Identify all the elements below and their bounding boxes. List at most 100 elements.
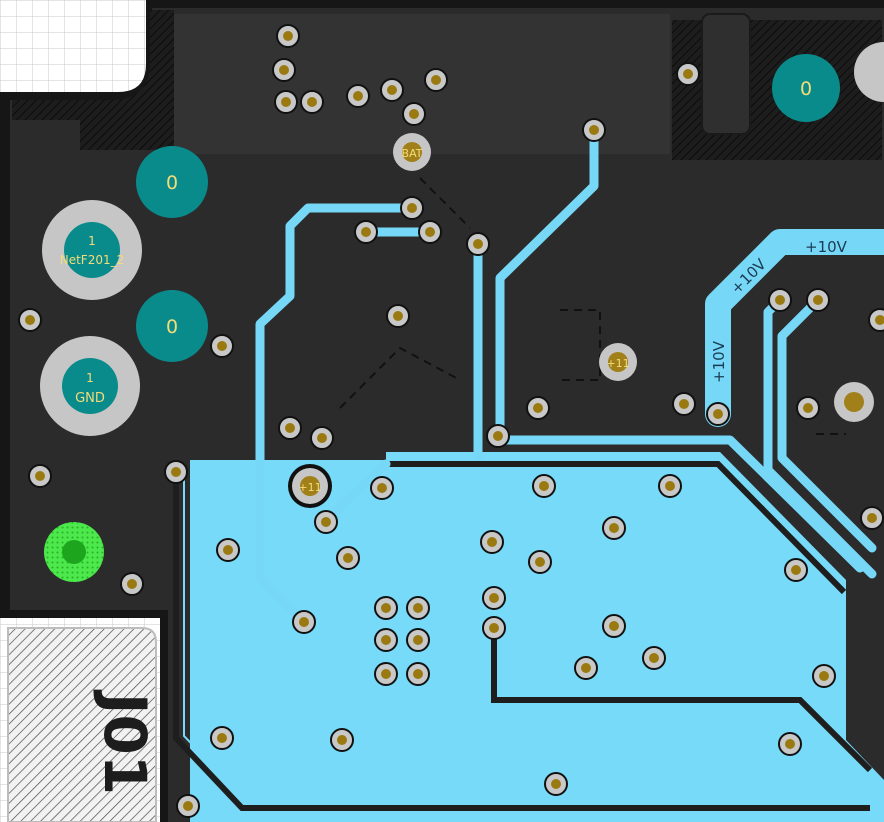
via-plus11-left[interactable]: +11 xyxy=(288,464,332,508)
via-plus11-mid[interactable]: +11 xyxy=(599,343,637,381)
via-12[interactable] xyxy=(354,220,378,244)
via-bat[interactable]: BAT xyxy=(393,133,431,171)
pad-edge-right[interactable] xyxy=(854,42,884,102)
via-25[interactable] xyxy=(310,426,334,450)
via-1[interactable] xyxy=(276,24,300,48)
pour-gap-inner xyxy=(491,628,873,773)
via-47[interactable] xyxy=(602,614,626,638)
via-51[interactable] xyxy=(860,506,884,530)
via-15[interactable] xyxy=(386,304,410,328)
via-19[interactable] xyxy=(672,392,696,416)
via-11[interactable] xyxy=(400,196,424,220)
via-42[interactable] xyxy=(406,628,430,652)
via-22[interactable] xyxy=(18,308,42,332)
pad-hole-right[interactable] xyxy=(834,382,874,422)
via-8[interactable] xyxy=(402,102,426,126)
pour-gap-left xyxy=(173,470,870,811)
via-46[interactable] xyxy=(482,616,506,640)
keepout-top-left xyxy=(12,10,174,150)
via-50[interactable] xyxy=(784,558,808,582)
via-52[interactable] xyxy=(812,664,836,688)
via-plus11-mid-label: +11 xyxy=(606,357,629,370)
via-56[interactable] xyxy=(544,772,568,796)
via-45[interactable] xyxy=(292,610,316,634)
via-58[interactable] xyxy=(120,572,144,596)
via-33[interactable] xyxy=(602,516,626,540)
via-55[interactable] xyxy=(210,726,234,750)
via-29[interactable] xyxy=(314,510,338,534)
via-4[interactable] xyxy=(300,90,324,114)
via-7[interactable] xyxy=(424,68,448,92)
via-59[interactable] xyxy=(868,308,884,332)
small-vias xyxy=(18,24,884,818)
pad-mount-left-2[interactable]: 0 xyxy=(136,290,208,362)
via-17[interactable] xyxy=(806,288,830,312)
via-2[interactable] xyxy=(272,58,296,82)
pad-gnd-net: GND xyxy=(75,391,105,406)
via-36[interactable] xyxy=(336,546,360,570)
via-38[interactable] xyxy=(482,586,506,610)
via-26[interactable] xyxy=(486,424,510,448)
trace-return[interactable] xyxy=(495,435,865,573)
trace-stub[interactable] xyxy=(321,459,391,525)
via-43[interactable] xyxy=(374,662,398,686)
via-41[interactable] xyxy=(374,628,398,652)
via-54[interactable] xyxy=(330,728,354,752)
via-34[interactable] xyxy=(480,530,504,554)
via-44[interactable] xyxy=(406,662,430,686)
via-13[interactable] xyxy=(418,220,442,244)
via-49[interactable] xyxy=(642,646,666,670)
via-3[interactable] xyxy=(274,90,298,114)
via-30[interactable] xyxy=(370,476,394,500)
pad-mount-left-1[interactable]: 0 xyxy=(136,146,208,218)
via-21[interactable] xyxy=(526,396,550,420)
via-23[interactable] xyxy=(210,334,234,358)
pad-netf201-pin: 1 xyxy=(88,234,96,248)
pad-mount-top-right-label: 0 xyxy=(800,78,812,100)
trace-10v-wide[interactable] xyxy=(705,229,884,427)
via-57[interactable] xyxy=(176,794,200,818)
connector-silkscreen xyxy=(7,627,157,822)
via-40[interactable] xyxy=(406,596,430,620)
pad-mount-left-2-label: 0 xyxy=(166,316,178,338)
via-9[interactable] xyxy=(582,118,606,142)
trace-diagonal[interactable] xyxy=(495,125,599,445)
via-39[interactable] xyxy=(374,596,398,620)
trace-10v-branch-b[interactable] xyxy=(777,295,877,553)
via-53[interactable] xyxy=(778,732,802,756)
trace-group xyxy=(255,125,865,627)
via-24[interactable] xyxy=(278,416,302,440)
net-label-10v-horizontal: +10V xyxy=(805,238,848,256)
via-35[interactable] xyxy=(528,550,552,574)
pad-gnd[interactable]: 1 GND xyxy=(40,336,140,436)
via-20[interactable] xyxy=(706,402,730,426)
via-14[interactable] xyxy=(466,232,490,256)
connector-designator: J01 xyxy=(91,689,159,795)
pour-gap-left-edge xyxy=(183,470,870,801)
via-18[interactable] xyxy=(796,396,820,420)
via-bat-label: BAT xyxy=(402,147,423,160)
silkscreen-marks xyxy=(339,177,846,435)
pad-netf201[interactable]: 1 NetF201_2 xyxy=(42,200,142,300)
via-28[interactable] xyxy=(28,464,52,488)
via-37[interactable] xyxy=(216,538,240,562)
via-31[interactable] xyxy=(532,474,556,498)
pad-mount-top-right[interactable]: 0 xyxy=(772,54,840,122)
net-label-10v-vertical: +10V xyxy=(710,340,728,383)
pad-gnd-pin: 1 xyxy=(86,371,94,385)
via-16[interactable] xyxy=(768,288,792,312)
via-48[interactable] xyxy=(574,656,598,680)
via-27[interactable] xyxy=(164,460,188,484)
via-5[interactable] xyxy=(346,84,370,108)
copper-pour xyxy=(190,452,884,822)
via-10[interactable] xyxy=(676,62,700,86)
via-6[interactable] xyxy=(380,78,404,102)
pad-selected-green[interactable] xyxy=(44,522,104,582)
trace-bat[interactable] xyxy=(255,203,417,627)
pad-netf201-net: NetF201_2 xyxy=(60,253,125,267)
via-plus11-left-label: +11 xyxy=(298,481,321,494)
via-32[interactable] xyxy=(658,474,682,498)
component-capacitor xyxy=(701,13,751,135)
